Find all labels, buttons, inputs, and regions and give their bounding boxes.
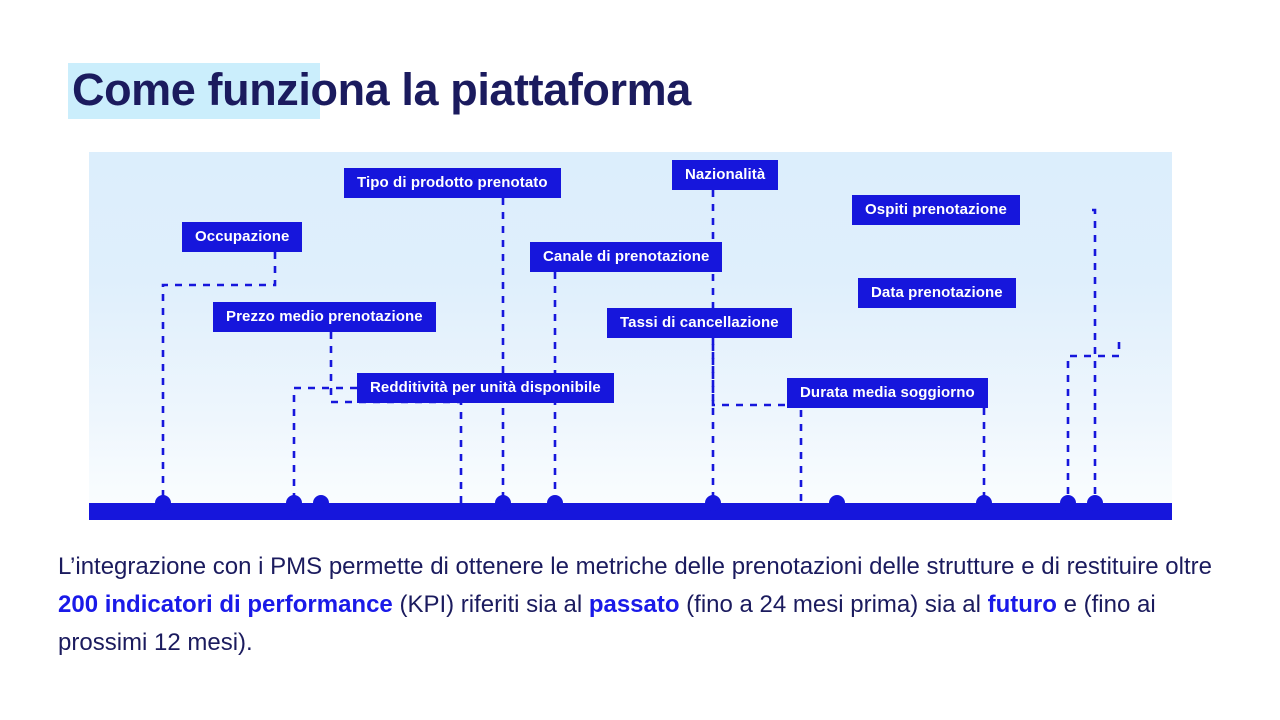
- node-nazionalita[interactable]: Nazionalità: [672, 160, 779, 190]
- description-text: (KPI) riferiti sia al: [392, 591, 589, 618]
- node-occupazione[interactable]: Occupazione: [182, 222, 303, 252]
- baseline-dot: [1060, 495, 1076, 511]
- connector-prezzo-medio: [329, 332, 463, 503]
- connector-data-prenotazione: [1066, 342, 1121, 503]
- connector-ospiti-prenotazione: [1092, 208, 1097, 503]
- description-text: (fino a 24 mesi prima) sia al: [679, 591, 988, 618]
- baseline-dot: [286, 495, 302, 511]
- baseline-dots: [155, 495, 1103, 511]
- description-emphasis: futuro: [987, 591, 1057, 618]
- description-emphasis: 200 indicatori di performance: [58, 591, 393, 618]
- baseline-dot: [547, 495, 563, 511]
- baseline-bar: [89, 503, 1172, 520]
- diagram-connectors: [89, 190, 1172, 520]
- title-highlight-bar: [68, 63, 320, 119]
- baseline-dot: [1087, 495, 1103, 511]
- baseline-dot: [313, 495, 329, 511]
- node-canale-di-prenotazione[interactable]: Canale di prenotazione: [530, 242, 723, 272]
- baseline-dot: [495, 495, 511, 511]
- description-emphasis: passato: [588, 591, 680, 618]
- node-prezzo-medio-prenotazione[interactable]: Prezzo medio prenotazione: [213, 302, 436, 332]
- node-tassi-di-cancellazione[interactable]: Tassi di cancellazione: [607, 308, 792, 338]
- node-data-prenotazione[interactable]: Data prenotazione: [858, 278, 1016, 308]
- description-text: L’integrazione con i PMS permette di ott…: [58, 553, 1212, 580]
- node-redditivita-per-unita-disponibile[interactable]: Redditività per unità disponibile: [357, 373, 614, 403]
- node-ospiti-prenotazione[interactable]: Ospiti prenotazione: [852, 195, 1020, 225]
- page-title: Come funziona la piattaforma: [72, 64, 691, 115]
- baseline-dot: [705, 495, 721, 511]
- baseline-dot: [976, 495, 992, 511]
- node-durata-media-soggiorno[interactable]: Durata media soggiorno: [787, 378, 988, 408]
- connector-occupazione: [161, 252, 277, 503]
- node-tipo-di-prodotto-prenotato[interactable]: Tipo di prodotto prenotato: [344, 168, 561, 198]
- description-text: e (fino ai prossimi 12 mesi).: [58, 591, 1156, 656]
- connector-nazionalita: [711, 190, 803, 503]
- connector-redditivita: [292, 386, 357, 503]
- description-paragraph: L’integrazione con i PMS permette di ott…: [58, 548, 1238, 662]
- title-block: Come funziona la piattaforma: [68, 60, 1068, 130]
- baseline-dot: [155, 495, 171, 511]
- diagram-panel: Occupazione Tipo di prodotto prenotato N…: [89, 152, 1172, 520]
- baseline-dot: [829, 495, 845, 511]
